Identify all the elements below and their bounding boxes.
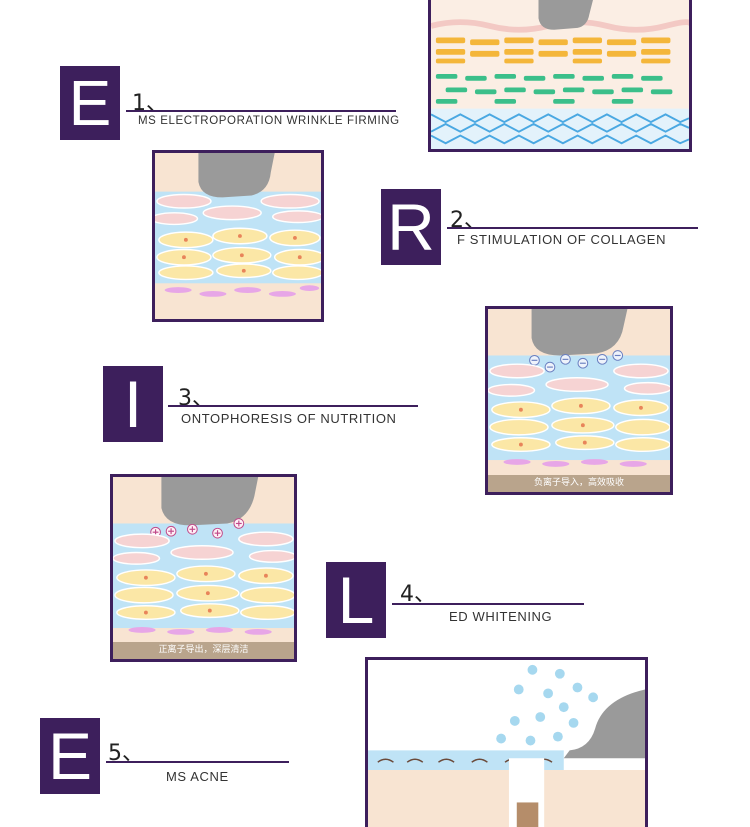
letter-badge-i: I (103, 366, 163, 442)
illustration-nutrition-import: 负离子导入，高效吸收 (485, 306, 673, 495)
section-rule-4 (392, 603, 584, 605)
section-rule-5 (106, 761, 289, 763)
letter-badge-l: L (326, 562, 386, 638)
letter-badge-r: R (381, 189, 441, 265)
illustration-collagen (152, 150, 324, 322)
letter-badge-e1: E (60, 66, 120, 140)
section-number-4: 4、 (400, 582, 436, 607)
section-caption-3: ONTOPHORESIS OF NUTRITION (181, 411, 397, 426)
section-caption-2: F STIMULATION OF COLLAGEN (457, 232, 667, 247)
section-number-3: 3、 (178, 386, 214, 411)
section-number-1: 1、 (132, 91, 168, 116)
section-caption-1: MS ELECTROPORATION WRINKLE FIRMING (138, 115, 400, 127)
letter-badge-e5: E (40, 718, 100, 794)
section-rule-2 (447, 227, 698, 229)
section-caption-5: MS ACNE (166, 769, 229, 784)
section-rule-3 (168, 405, 418, 407)
illustration-deep-cleaning: 正离子导出，深层清洁 (110, 474, 297, 662)
illustration-wrinkle-firming (428, 0, 692, 152)
section-caption-4: ED WHITENING (449, 609, 553, 624)
section-rule-1 (126, 110, 396, 112)
ion-import-caption: 负离子导入，高效吸收 (488, 475, 670, 492)
ion-export-caption: 正离子导出，深层清洁 (113, 642, 294, 659)
section-number-2: 2、 (450, 208, 486, 233)
illustration-acne (365, 657, 648, 827)
